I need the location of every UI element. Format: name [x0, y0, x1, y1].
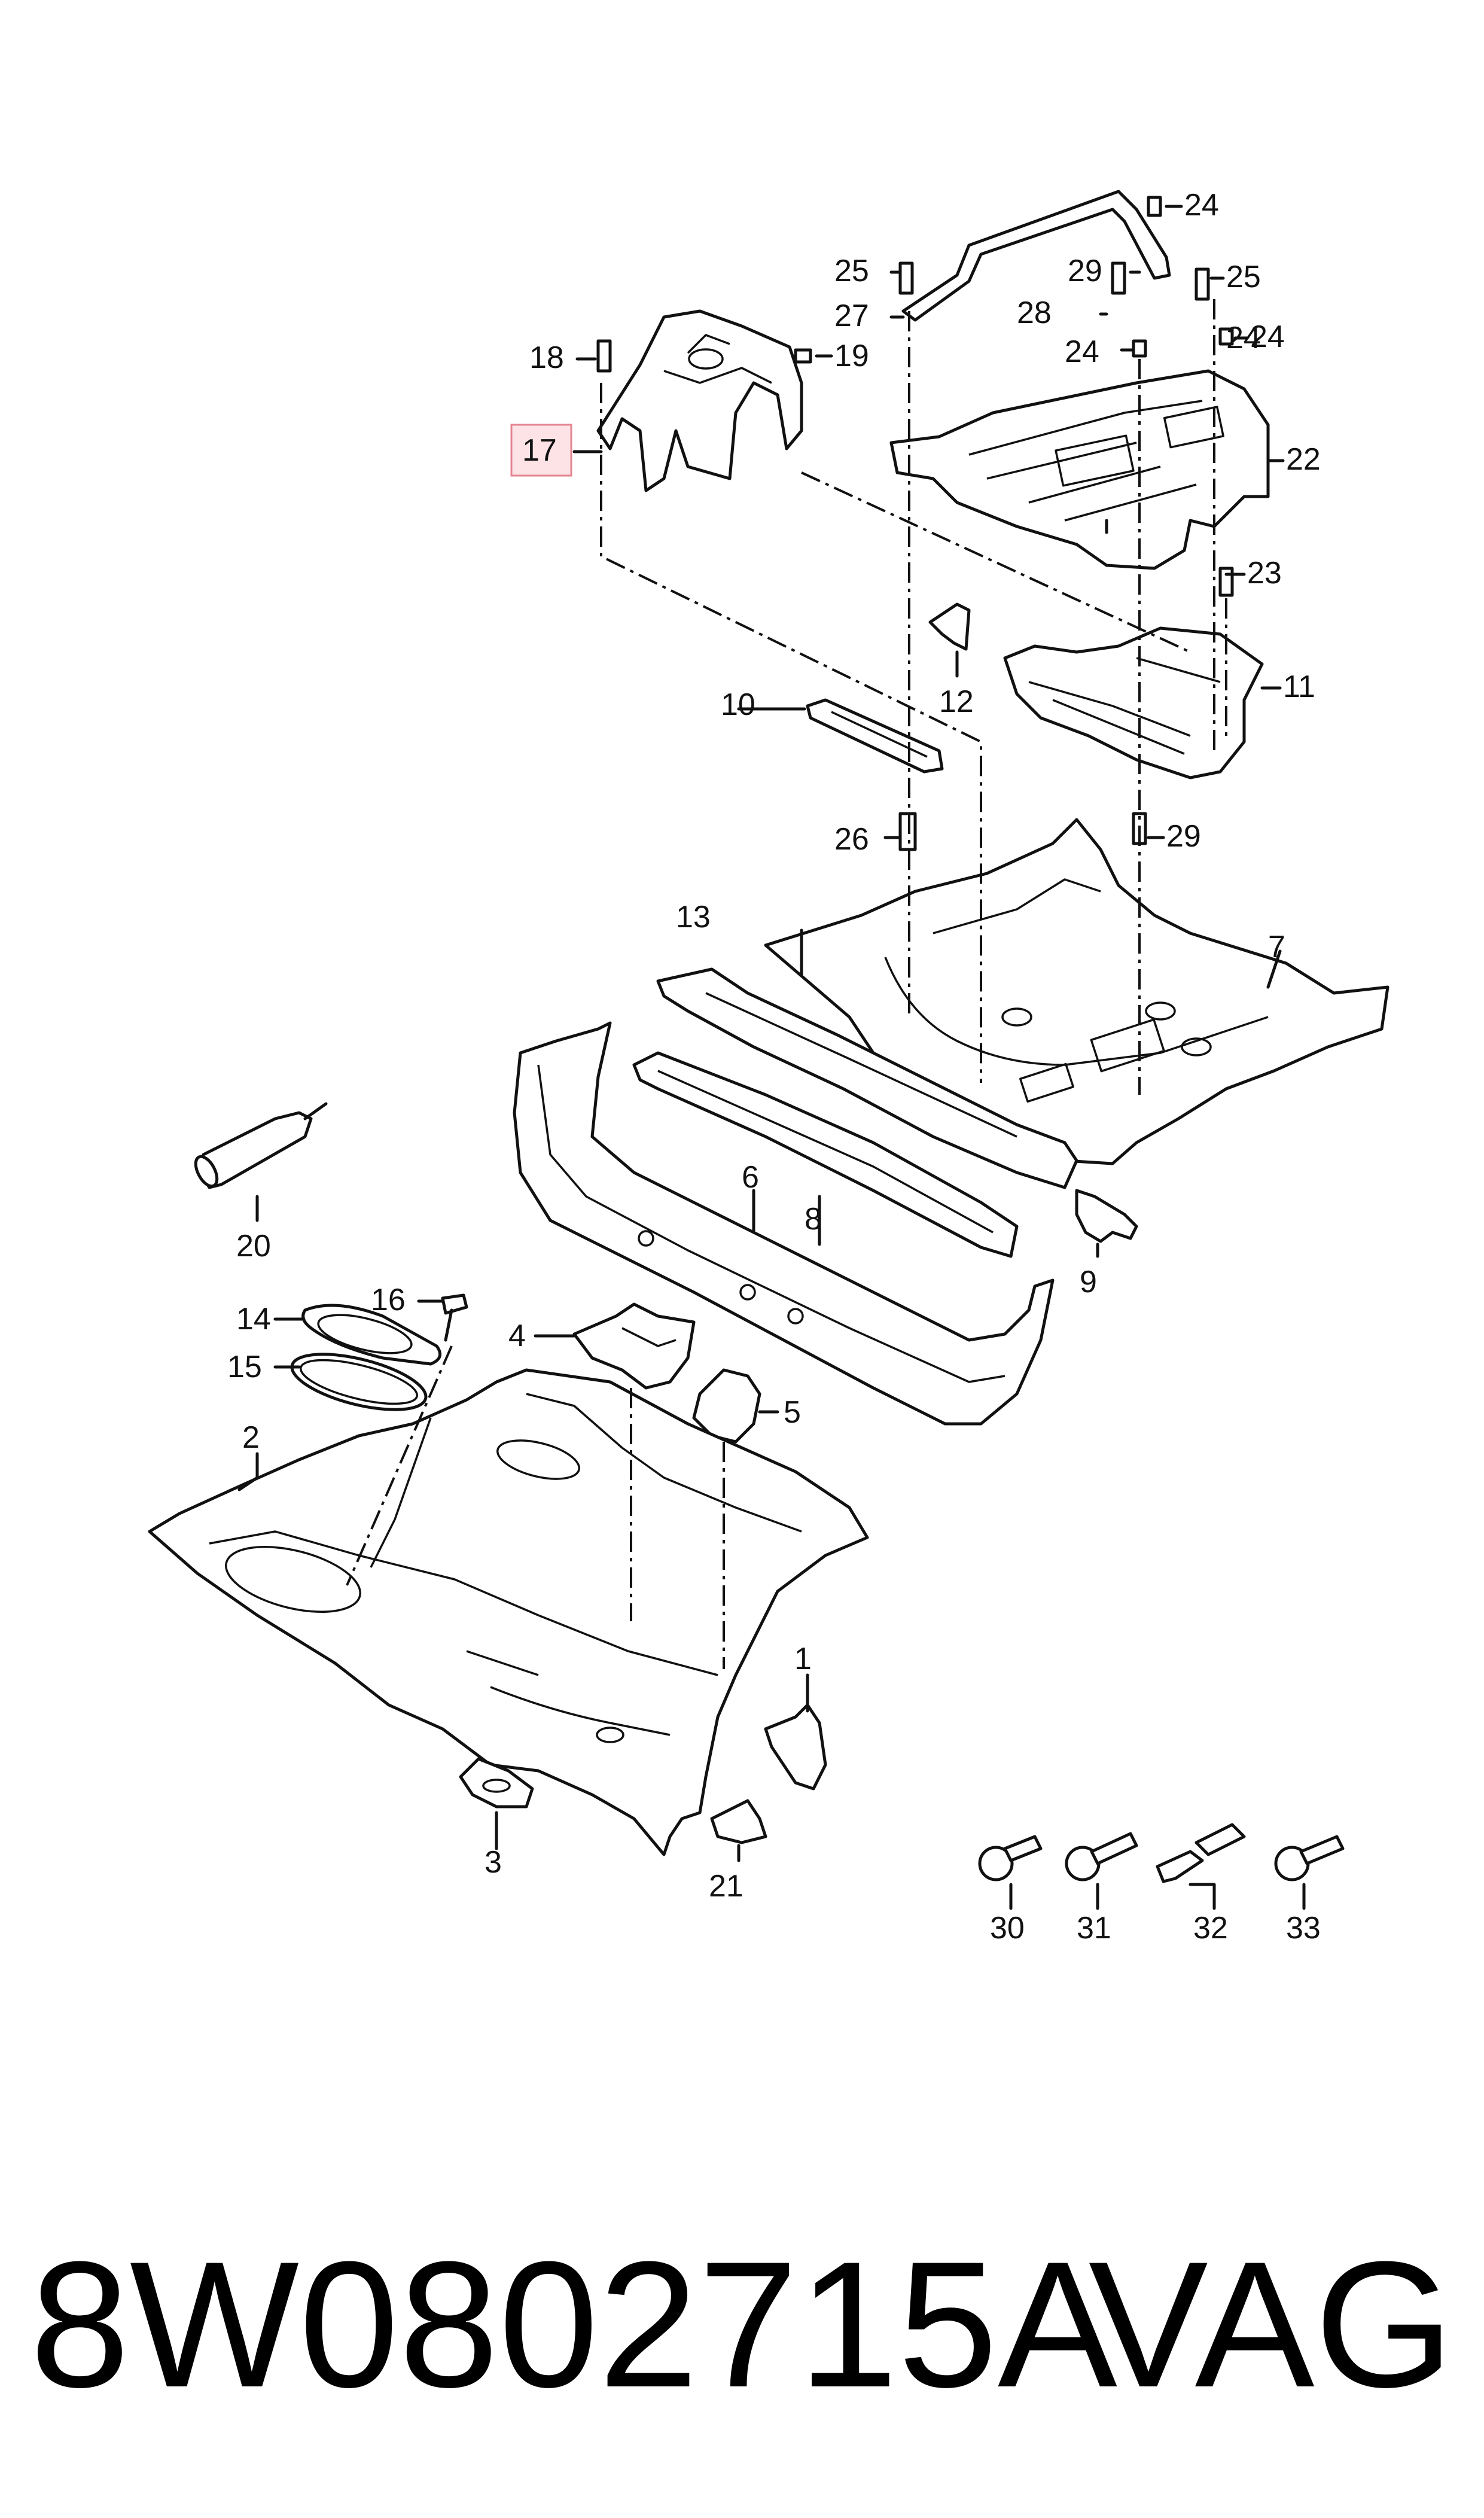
part-30-screw [978, 1835, 1043, 1881]
callout-24c: 24 [1250, 319, 1285, 354]
assembly-dash-lines [346, 299, 1227, 1669]
callout-29b: 29 [1166, 819, 1201, 854]
part-15-seal-ring [290, 1353, 428, 1411]
callout-24a: 24 [1184, 188, 1219, 223]
callout-9: 9 [1080, 1265, 1097, 1299]
part-1-bracket [764, 1703, 827, 1791]
part-12-clip [928, 602, 971, 651]
callout-15: 15 [227, 1350, 262, 1384]
callout-18: 18 [529, 340, 564, 375]
callout-8: 8 [805, 1202, 822, 1237]
callout-26: 26 [834, 822, 869, 857]
callout-31: 31 [1077, 1911, 1111, 1945]
exploded-parts-diagram: 1 2 3 4 5 6 7 8 9 10 11 12 13 14 15 16 1… [148, 188, 1389, 1945]
callout-11: 11 [1283, 669, 1315, 704]
part-number: 8W0802715A [30, 2224, 1118, 2425]
callout-24d: 24 [1226, 321, 1261, 355]
callout-5: 5 [784, 1395, 801, 1430]
callout-19: 19 [834, 339, 869, 373]
callout-13: 13 [676, 900, 711, 934]
callout-2: 2 [242, 1420, 260, 1455]
callout-25b: 25 [1226, 260, 1261, 294]
callout-24b: 24 [1065, 334, 1099, 369]
callout-7: 7 [1268, 930, 1285, 964]
leader-lines [237, 205, 1306, 1910]
part-21-clip [710, 1799, 767, 1844]
part-13-crossmember [656, 967, 1078, 1189]
callout-3: 3 [484, 1845, 502, 1880]
callout-10: 10 [721, 687, 755, 722]
callout-17-highlight [510, 424, 572, 477]
callout-33: 33 [1286, 1911, 1321, 1945]
part-31-screw [1065, 1832, 1138, 1881]
callout-1: 1 [794, 1642, 812, 1676]
part-3-grommet [459, 1757, 534, 1808]
callout-28: 28 [1017, 296, 1052, 330]
callout-labels: 1 2 3 4 5 6 7 8 9 10 11 12 13 14 15 16 1… [227, 188, 1321, 1945]
callout-6: 6 [742, 1160, 759, 1195]
callout-21: 21 [709, 1869, 743, 1904]
callout-14: 14 [236, 1302, 271, 1336]
part-8-strip [632, 1051, 1019, 1258]
callout-12: 12 [939, 684, 974, 719]
part-16-screw [441, 1293, 468, 1342]
part-14-cover-plate [301, 1304, 442, 1366]
part-9-clip [1075, 1189, 1138, 1243]
callout-16: 16 [371, 1283, 406, 1317]
part-7-floor-pan [764, 818, 1389, 1165]
callout-32: 32 [1193, 1911, 1228, 1945]
callout-23: 23 [1247, 556, 1282, 590]
part-2-trunk-floor [148, 1368, 869, 1856]
brand-name: VAG [1088, 2224, 1454, 2425]
callout-17: 17 [522, 433, 557, 468]
upper-fasteners [596, 196, 1234, 851]
part-20-sealant-cartridge [194, 1102, 328, 1189]
part-33-push-clip [1274, 1835, 1345, 1881]
part-10-strip [806, 698, 944, 774]
footer: 8W0802715A VAG [0, 2213, 1484, 2489]
part-5-bracket [692, 1368, 761, 1444]
part-4-bracket [572, 1302, 696, 1390]
part-6-rear-panel [513, 1021, 1055, 1426]
callout-4: 4 [508, 1319, 526, 1353]
callout-25a: 25 [834, 254, 869, 288]
callout-27: 27 [834, 299, 869, 333]
part-22-cover-plate [889, 369, 1270, 570]
brace-strap [901, 190, 1171, 322]
part-32-bolt [1156, 1823, 1246, 1883]
callout-20: 20 [236, 1229, 271, 1263]
part-17-bracket [596, 309, 803, 492]
callout-22: 22 [1286, 442, 1321, 477]
part-11-lower-bracket [1003, 626, 1264, 780]
callout-29a: 29 [1068, 254, 1102, 288]
callout-30: 30 [990, 1911, 1025, 1945]
